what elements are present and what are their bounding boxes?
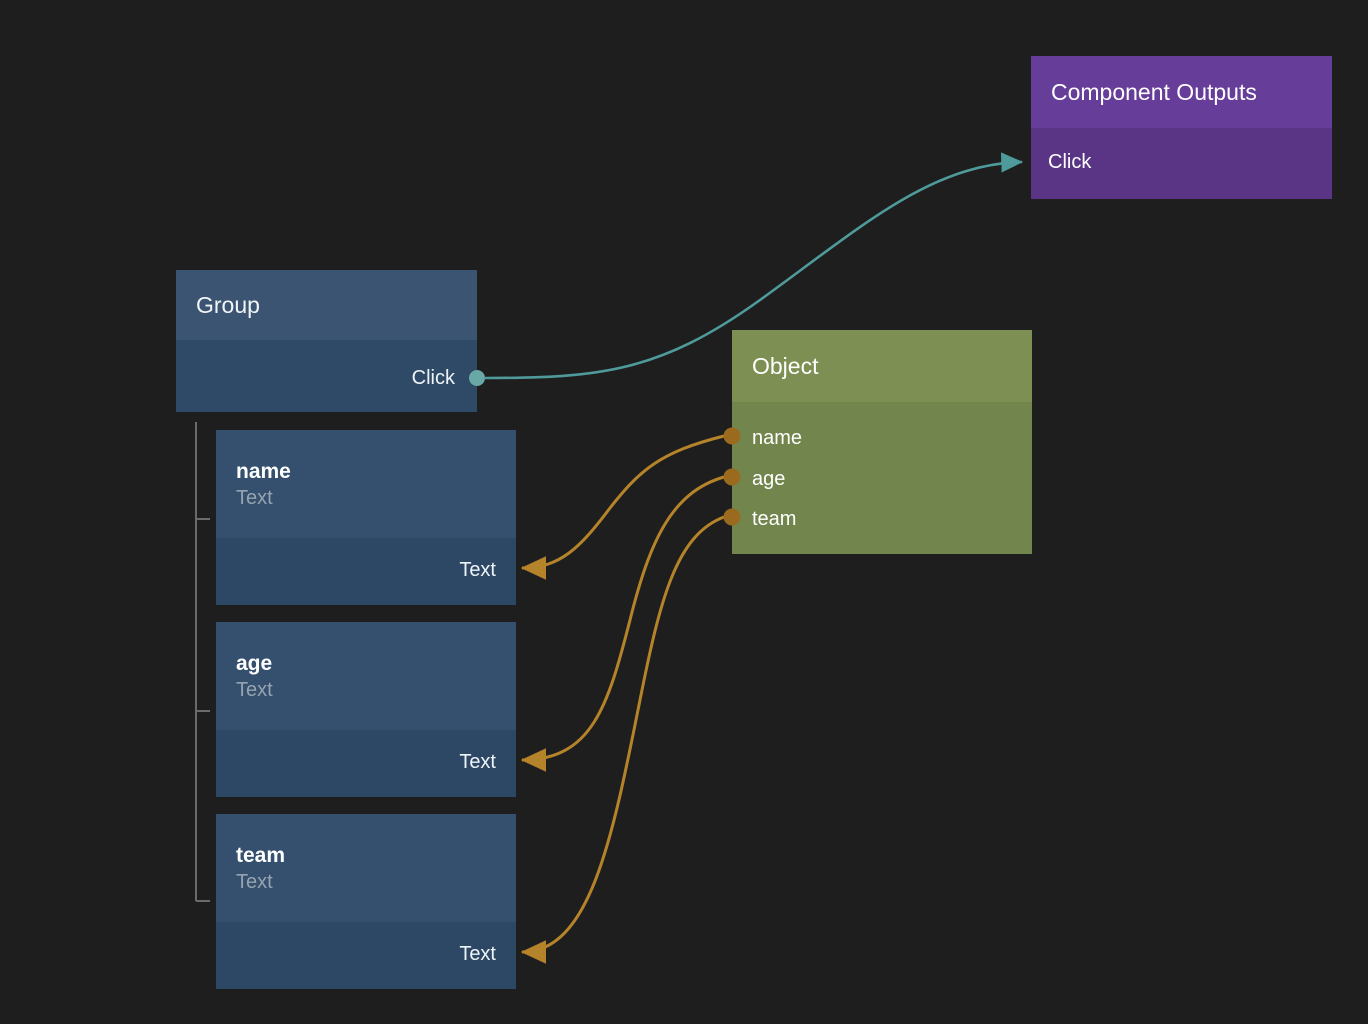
node-group-body: Click: [176, 340, 477, 412]
input-port-row-age[interactable]: age: [752, 467, 785, 491]
node-field-age[interactable]: age Text Text: [216, 622, 516, 797]
output-port-row-click[interactable]: Click: [412, 366, 455, 390]
node-field-team-body: Text: [216, 922, 516, 989]
node-group-header[interactable]: Group: [176, 270, 477, 340]
node-field-name[interactable]: name Text Text: [216, 430, 516, 605]
input-port-label-team: team: [752, 508, 797, 530]
edge-object-age-to-field-age-text: [520, 475, 725, 772]
node-component-outputs-header[interactable]: Component Outputs: [1031, 56, 1332, 128]
input-port-label-name: name: [752, 427, 803, 449]
tree-spine-group: [195, 422, 210, 902]
node-field-name-type: Text: [236, 486, 273, 509]
node-field-team[interactable]: team Text Text: [216, 814, 516, 989]
output-port-label-click: Click: [411, 367, 455, 389]
input-port-row-team[interactable]: team: [752, 507, 796, 531]
input-port-label-click: Click: [1048, 151, 1092, 173]
node-object-body: name age team: [732, 402, 1032, 554]
output-port-row-text[interactable]: Text: [459, 942, 496, 966]
node-object-title: Object: [752, 353, 819, 379]
input-port-row-click[interactable]: Click: [1048, 150, 1091, 174]
node-field-team-header[interactable]: team Text: [216, 814, 516, 922]
node-field-age-header[interactable]: age Text: [216, 622, 516, 730]
edge-object-team-to-field-team-text: [520, 515, 725, 964]
input-port-row-name[interactable]: name: [752, 426, 802, 450]
output-port-label-text: Text: [459, 943, 496, 965]
edge-object-name-to-field-name-text: [520, 434, 725, 580]
node-group[interactable]: Group Click: [176, 270, 477, 412]
node-component-outputs-title: Component Outputs: [1051, 79, 1257, 105]
node-field-name-header[interactable]: name Text: [216, 430, 516, 538]
node-object-header[interactable]: Object: [732, 330, 1032, 402]
node-field-name-body: Text: [216, 538, 516, 605]
output-port-row-text[interactable]: Text: [459, 558, 496, 582]
node-component-outputs-body: Click: [1031, 128, 1332, 199]
node-field-age-type: Text: [236, 678, 273, 701]
node-group-title: Group: [196, 292, 260, 318]
input-port-label-age: age: [752, 468, 786, 490]
node-field-age-title: age: [236, 651, 273, 675]
output-port-label-text: Text: [459, 751, 496, 773]
node-field-age-body: Text: [216, 730, 516, 797]
node-field-team-type: Text: [236, 870, 273, 893]
node-field-team-title: team: [236, 843, 286, 867]
output-port-row-text[interactable]: Text: [459, 750, 496, 774]
node-component-outputs[interactable]: Component Outputs Click: [1031, 56, 1332, 199]
node-object[interactable]: Object name age team: [732, 330, 1032, 554]
node-field-name-title: name: [236, 459, 291, 483]
output-port-label-text: Text: [459, 559, 496, 581]
